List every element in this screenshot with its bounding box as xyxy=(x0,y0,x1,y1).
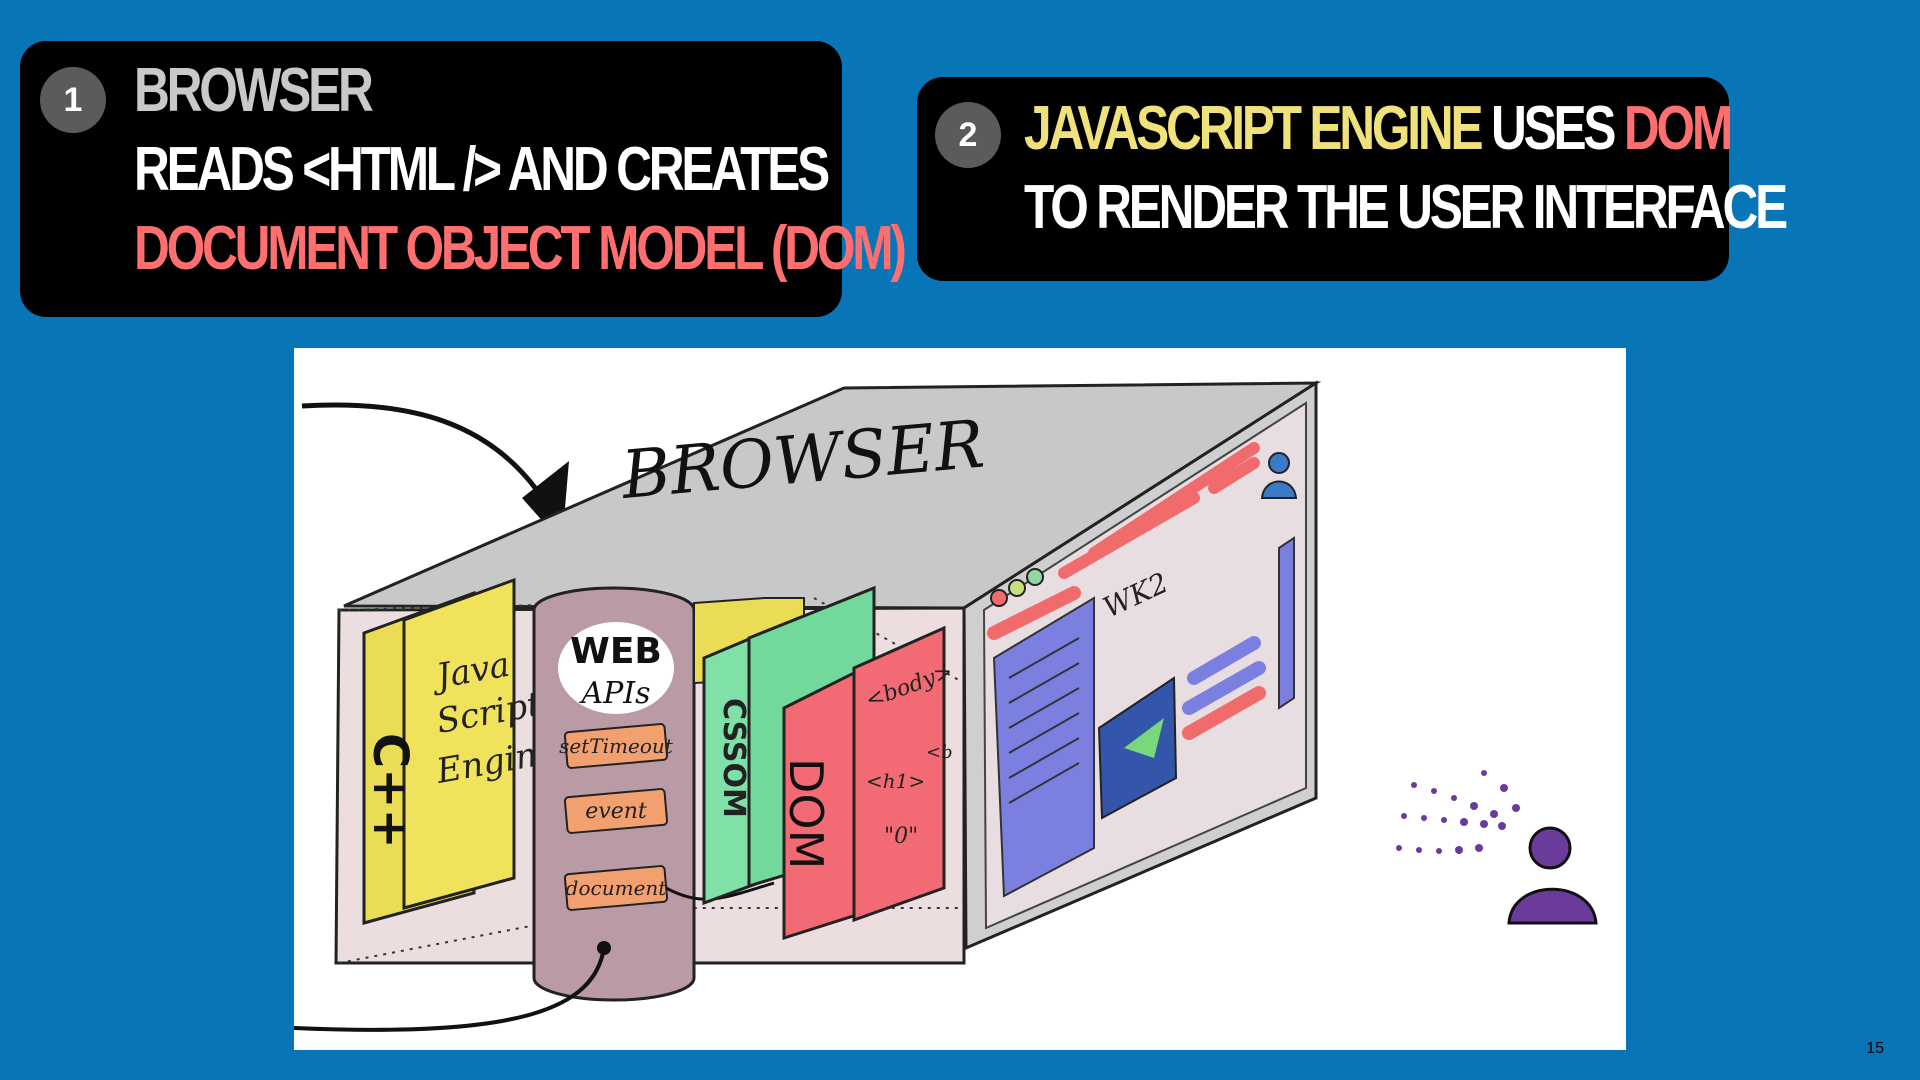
page-number: 15 xyxy=(1866,1040,1884,1057)
api-item-document: document xyxy=(566,876,668,900)
api-item-settimeout: setTimeout xyxy=(559,734,674,758)
dom-phrase: DOM xyxy=(1623,94,1733,163)
user-figure xyxy=(1507,826,1598,925)
uses-phrase: USES xyxy=(1480,94,1624,163)
callout-line-dom: DOCUMENT OBJECT MODEL (DOM) xyxy=(134,214,907,283)
cpp-label: C++ xyxy=(362,733,418,849)
step-number-badge: 2 xyxy=(935,102,1001,168)
dom-tree-b: <b xyxy=(926,742,953,763)
callout-line-browser: BROWSER xyxy=(134,56,374,125)
browser-illustration-svg: WK2 BROWSER C++ Java Script Engine WEB A… xyxy=(294,380,1598,1032)
web-apis-label-apis: APIs xyxy=(578,676,650,711)
callout-line-reads-html: READS <HTML /> AND CREATES xyxy=(134,135,830,204)
dom-tree-text: "0" xyxy=(884,824,918,849)
callout-browser-reads-html: 1 BROWSER READS <HTML /> AND CREATES DOC… xyxy=(20,41,907,317)
dom-tree-h1: <h1> xyxy=(866,769,925,793)
js-engine-phrase: JAVASCRIPT ENGINE xyxy=(1024,94,1484,163)
callout-js-engine-uses-dom: 2 JAVASCRIPT ENGINE USES DOM TO RENDER T… xyxy=(917,77,1788,281)
callout-text: BROWSER READS <HTML /> AND CREATES DOCUM… xyxy=(134,51,907,288)
api-item-event: event xyxy=(585,799,647,824)
callout-line-render-ui: TO RENDER THE USER INTERFACE xyxy=(1024,173,1788,242)
browser-illustration: WK2 BROWSER C++ Java Script Engine WEB A… xyxy=(294,348,1626,1050)
step-number-badge: 1 xyxy=(40,67,106,133)
dom-label: DOM xyxy=(779,758,833,869)
callout-line-js-engine: JAVASCRIPT ENGINE USES DOM xyxy=(1024,89,1785,168)
callout-text: JAVASCRIPT ENGINE USES DOM TO RENDER THE… xyxy=(1024,89,1788,247)
cssom-label: CSSOM xyxy=(716,698,751,818)
html-input-arrow xyxy=(301,402,552,510)
web-apis-label-web: WEB xyxy=(570,631,662,672)
